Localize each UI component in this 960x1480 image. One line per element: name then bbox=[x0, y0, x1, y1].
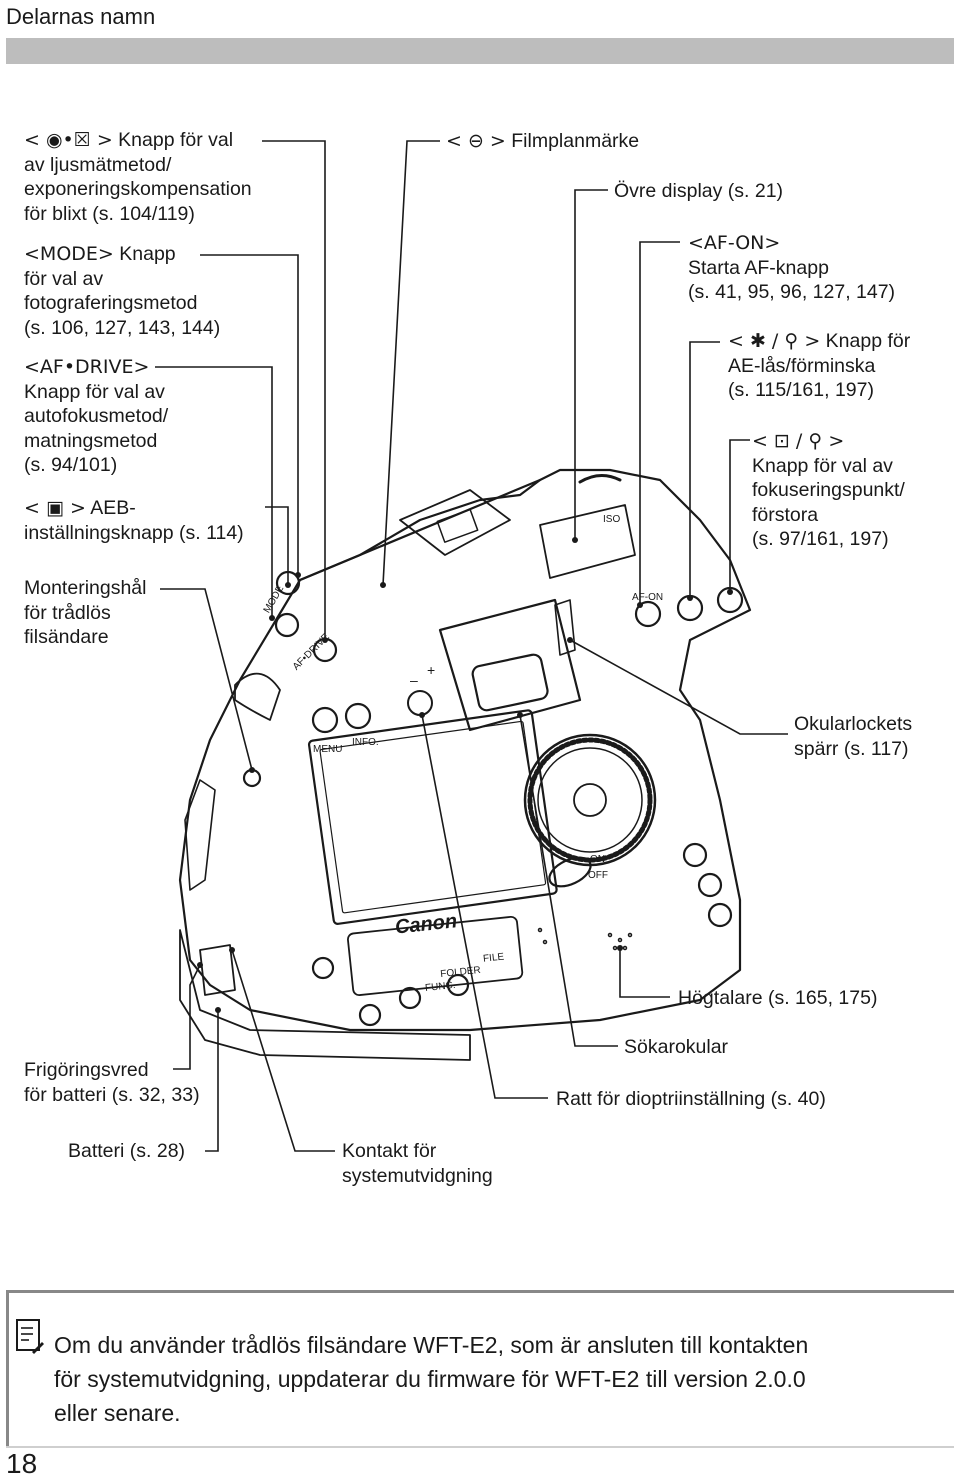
label-battery-release: Frigöringsvred för batteri (s. 32, 33) bbox=[24, 1059, 200, 1106]
note-top-rule bbox=[6, 1290, 954, 1293]
page-title: Delarnas namn bbox=[6, 4, 156, 29]
note-text: Om du använder trådlös filsändare WFT-E2… bbox=[54, 1332, 809, 1426]
rear-af-point-button bbox=[707, 902, 733, 928]
eyecup-lock bbox=[554, 599, 576, 656]
label-speaker: Högtalare (s. 165, 175) bbox=[678, 987, 878, 1009]
svg-text:FILE: FILE bbox=[483, 952, 505, 965]
leader-af-drive bbox=[155, 366, 273, 618]
leader-wireless bbox=[160, 588, 253, 771]
leader-aeb bbox=[265, 506, 289, 585]
diopter-knob bbox=[407, 690, 433, 716]
speaker-holes bbox=[537, 927, 633, 951]
svg-text:FOLDER: FOLDER bbox=[440, 965, 481, 980]
leader-eyecup bbox=[569, 639, 788, 735]
camera-illustration: Canon MODE AF•DRIVE MENU INFO. AF-ON ON … bbox=[155, 140, 788, 1152]
leader-speaker bbox=[619, 948, 670, 998]
lcd-monitor bbox=[307, 709, 558, 925]
label-af-on-button: <AF-ON> Starta AF-knapp (s. 41, 95, 96, … bbox=[688, 232, 896, 303]
battery-grip bbox=[179, 929, 471, 1061]
leader-af-point bbox=[729, 439, 750, 592]
camera-body-outline bbox=[178, 468, 752, 1032]
leader-diopter bbox=[421, 714, 548, 1099]
label-top-display: Övre display (s. 21) bbox=[614, 180, 784, 202]
note-bottom-rule bbox=[6, 1446, 954, 1448]
leader-metering bbox=[262, 140, 326, 640]
top-plate bbox=[298, 478, 542, 582]
play-button bbox=[311, 956, 335, 980]
svg-text:INFO.: INFO. bbox=[352, 737, 379, 748]
rear-af-on-button bbox=[682, 842, 708, 868]
jump-button bbox=[446, 973, 470, 997]
leader-battery-release bbox=[173, 964, 201, 1070]
power-switch bbox=[548, 856, 592, 888]
hot-shoe bbox=[399, 489, 511, 556]
note-side-rule bbox=[6, 1293, 9, 1447]
svg-text:ISO: ISO bbox=[603, 514, 620, 525]
leader-eyepiece bbox=[519, 714, 618, 1047]
leader-film-plane bbox=[382, 140, 440, 586]
side-port-cover bbox=[184, 779, 216, 891]
label-mode-button: <MODE> Knapp för val av fotograferingsme… bbox=[24, 243, 221, 339]
rear-info-panel bbox=[347, 915, 524, 997]
label-af-point-button: < ⊡ / ⚲ > Knapp för val av fokuseringspu… bbox=[752, 430, 905, 550]
af-on-button bbox=[634, 600, 662, 628]
label-ae-lock-button: < ✱ / ⚲ > Knapp för AE-lås/förminska (s.… bbox=[728, 330, 911, 401]
svg-text:ON: ON bbox=[590, 854, 605, 865]
label-eyecup-lock: Okularlockets spärr (s. 117) bbox=[794, 713, 913, 760]
label-af-drive-button: <AF•DRIVE> Knapp för val av autofokusmet… bbox=[24, 356, 169, 476]
label-film-plane: < ⊖ > Filmplanmärke bbox=[446, 130, 640, 152]
strap-lug bbox=[234, 672, 281, 721]
svg-text:OFF: OFF bbox=[588, 870, 608, 881]
label-eyepiece: Sökarokular bbox=[624, 1036, 729, 1058]
label-system-extension: Kontakt för systemutvidgning bbox=[342, 1140, 493, 1187]
eyepiece-window bbox=[471, 653, 549, 712]
rear-ae-lock-button bbox=[697, 872, 723, 898]
leader-top-display bbox=[574, 189, 608, 540]
func-button bbox=[398, 986, 422, 1010]
header-bar bbox=[6, 38, 954, 64]
label-diopter-dial: Ratt för dioptriinställning (s. 40) bbox=[556, 1088, 826, 1110]
label-metering-button: < ◉•☒ > Knapp för val av ljusmätmetod/ e… bbox=[24, 129, 252, 225]
label-wireless-mount: Monteringshål för trådlös filsändare bbox=[24, 577, 147, 648]
leader-battery bbox=[205, 1010, 219, 1152]
menu-button bbox=[311, 706, 339, 734]
svg-text:FUNC.: FUNC. bbox=[425, 980, 457, 994]
svg-text:MENU: MENU bbox=[313, 744, 342, 755]
viewfinder-housing bbox=[438, 598, 582, 732]
svg-text:–: – bbox=[410, 672, 418, 688]
label-aeb-button: < ▣ > AEB- inställningsknapp (s. 114) bbox=[24, 497, 244, 544]
leader-af-on bbox=[639, 241, 680, 605]
page-number: 18 bbox=[6, 1448, 38, 1479]
info-button bbox=[344, 702, 372, 730]
leader-mode bbox=[200, 254, 299, 575]
label-battery: Batteri (s. 28) bbox=[68, 1140, 186, 1162]
memo-icon bbox=[16, 1319, 44, 1354]
top-lcd bbox=[539, 504, 636, 579]
leader-system-ext bbox=[231, 949, 335, 1152]
svg-text:+: + bbox=[427, 662, 435, 678]
erase-button bbox=[358, 1003, 382, 1027]
svg-text:AF-ON: AF-ON bbox=[632, 592, 663, 603]
main-dial bbox=[578, 474, 622, 484]
leader-ae-lock bbox=[689, 341, 720, 598]
af-drive-button bbox=[274, 612, 300, 638]
battery-release-handle bbox=[199, 944, 236, 996]
